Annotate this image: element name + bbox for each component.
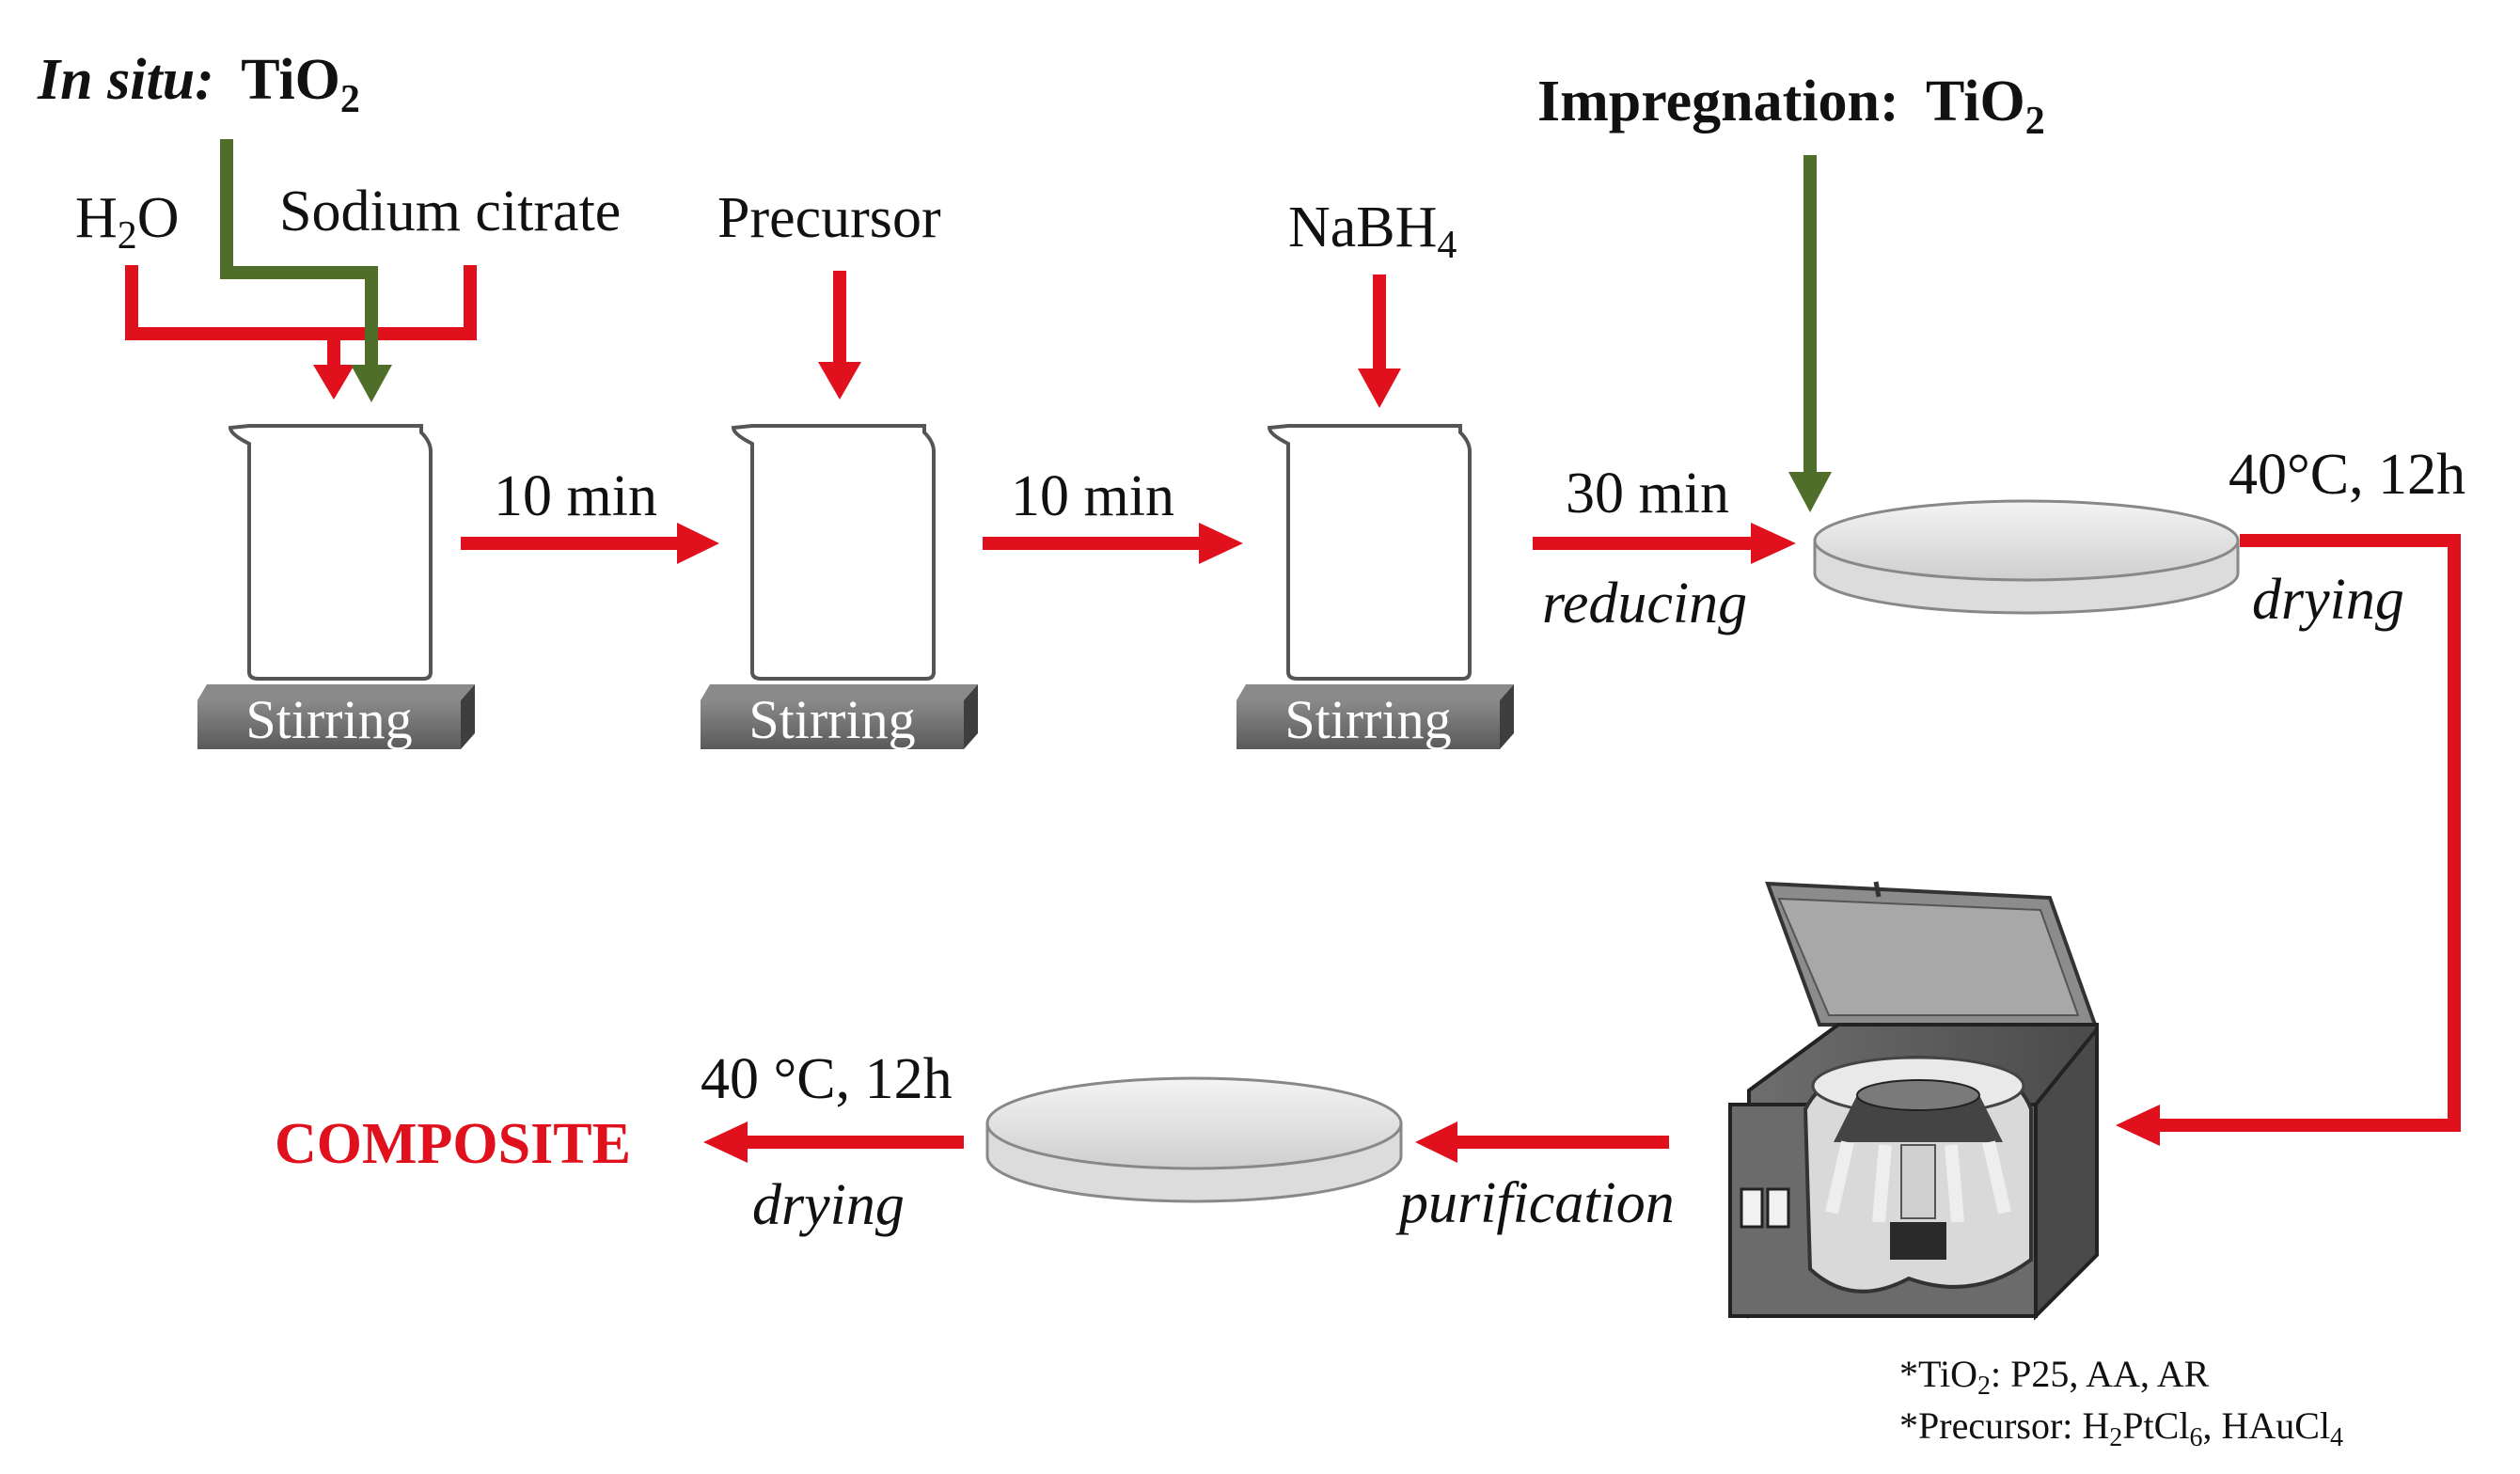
- in-situ-prefix: In situ:: [37, 48, 214, 112]
- step3-time: 30 min: [1566, 462, 1729, 525]
- impregnation-label: Impregnation: TiO2: [1537, 70, 2045, 143]
- dry1-action: drying: [2252, 568, 2404, 632]
- stirring-plate-1: Stirring: [197, 684, 475, 750]
- svg-text:In situ: TiO2: In situ: TiO2: [37, 48, 360, 121]
- beaker-1: [228, 424, 433, 681]
- petri-dish-2: [985, 1076, 1403, 1203]
- dry2-action: drying: [752, 1173, 905, 1237]
- drying-to-centrifuge-arrow: [2116, 534, 2461, 1146]
- footnote-precursor: *Precursor: H2PtCl6, HAuCl4: [1899, 1404, 2343, 1452]
- dry1-condition: 40°C, 12h: [2229, 443, 2465, 507]
- beaker-station-3: Stirring: [1236, 424, 1514, 750]
- beaker1-input-arrows: [125, 265, 477, 368]
- beaker-2: [731, 424, 936, 681]
- sodium-citrate-label: Sodium citrate: [279, 180, 621, 243]
- in-situ-label: In situ: TiO2: [37, 48, 360, 121]
- impregnation-green-arrow: [1788, 155, 1832, 512]
- beaker-3: [1267, 424, 1472, 681]
- step2-arrow: [983, 523, 1243, 564]
- nabh4-arrow: [1358, 274, 1401, 408]
- beaker-station-2: Stirring: [701, 424, 978, 750]
- step3-arrow: [1533, 523, 1796, 564]
- stirring-plate-2: Stirring: [701, 684, 978, 750]
- stirring-label-3: Stirring: [1284, 689, 1451, 750]
- step2-time: 10 min: [1011, 464, 1174, 528]
- stirring-label-2: Stirring: [748, 689, 915, 750]
- water-label: H2O: [75, 186, 180, 258]
- centrifuge: [1728, 881, 2099, 1321]
- purification-arrow: [1415, 1121, 1669, 1163]
- petri-dish-1: [1813, 499, 2240, 615]
- step3-action: reducing: [1542, 572, 1747, 635]
- precursor-arrow: [818, 271, 861, 400]
- dry2-condition: 40 °C, 12h: [701, 1047, 953, 1111]
- step1-arrow: [461, 523, 719, 564]
- stirring-plate-3: Stirring: [1236, 684, 1514, 750]
- purification-label: purification: [1395, 1171, 1675, 1235]
- composite-result: COMPOSITE: [275, 1112, 631, 1176]
- beaker1-red-arrowhead: [313, 365, 354, 400]
- stirring-label-1: Stirring: [245, 689, 412, 750]
- in-situ-tio2-sub: 2: [340, 78, 360, 121]
- footnote-tio2: *TiO2: P25, AA, AR: [1899, 1353, 2210, 1401]
- composite-arrow: [703, 1121, 964, 1163]
- precursor-label: Precursor: [717, 186, 941, 250]
- in-situ-tio2: TiO: [241, 48, 340, 112]
- beaker-station-1: Stirring: [197, 424, 475, 750]
- nabh4-label: NaBH4: [1288, 196, 1457, 267]
- step1-time: 10 min: [494, 464, 657, 528]
- in-situ-green-arrow: [220, 139, 392, 402]
